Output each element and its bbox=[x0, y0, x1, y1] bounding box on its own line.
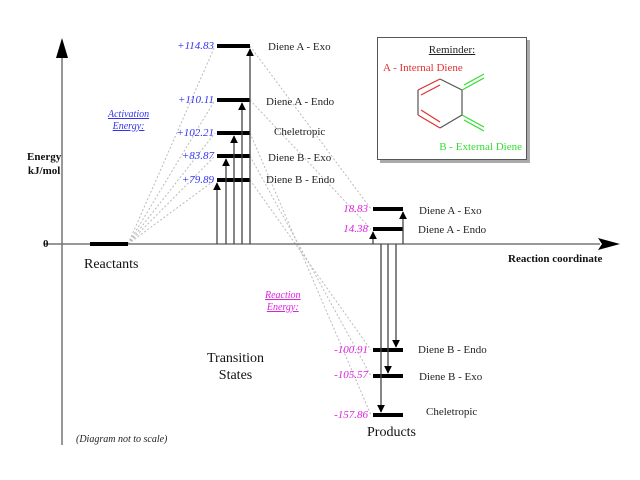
y-zero-label: 0 bbox=[43, 238, 49, 250]
activation-energy-line1: Activation bbox=[108, 109, 150, 120]
ts-value-diene-b-endo: +79.89 bbox=[181, 174, 214, 186]
dashed-reactant-to-ts-cheletropic bbox=[127, 132, 216, 245]
y-axis-arrowhead bbox=[56, 38, 68, 58]
product-name-diene-b-exo: Diene B - Exo bbox=[419, 371, 483, 383]
ts-value-diene-a-endo: +110.11 bbox=[177, 94, 214, 106]
dashed-ts-to-product-diene-b-exo bbox=[249, 155, 372, 377]
transition-states-line1: Transition bbox=[207, 351, 265, 366]
reminder-box: Reminder: A - Internal Diene B - Externa… bbox=[377, 37, 527, 160]
dashed-ts-to-product-diene-a-exo bbox=[249, 45, 372, 210]
transition-states-line2: States bbox=[218, 368, 253, 383]
ts-name-diene-a-exo: Diene A - Exo bbox=[268, 41, 331, 53]
footnote: (Diagram not to scale) bbox=[76, 434, 168, 445]
ts-name-diene-b-endo: Diene B - Endo bbox=[266, 174, 335, 186]
product-name-cheletropic: Cheletropic bbox=[426, 406, 478, 418]
dashed-ts-to-product-cheletropic bbox=[249, 132, 372, 416]
ts-value-diene-a-exo: +114.83 bbox=[177, 40, 214, 52]
reaction-energy-line2: Energy: bbox=[266, 302, 299, 313]
internal-diene-label: A - Internal Diene bbox=[383, 62, 463, 74]
product-name-diene-a-endo: Diene A - Endo bbox=[418, 224, 487, 236]
y-axis-title-line1: Energy bbox=[27, 151, 62, 163]
reaction-energy-link[interactable]: Reaction Energy: bbox=[265, 290, 301, 314]
energy-arrows bbox=[213, 48, 407, 413]
ts-name-diene-a-endo: Diene A - Endo bbox=[266, 96, 335, 108]
product-value-diene-b-endo: -100.91 bbox=[334, 344, 368, 356]
dashed-reactant-to-ts-diene-a-endo bbox=[127, 99, 216, 245]
y-axis-title: Energy kJ/mol bbox=[27, 150, 61, 178]
products-label: Products bbox=[367, 425, 416, 440]
transition-states-label: Transition States bbox=[207, 350, 264, 384]
ts-name-diene-b-exo: Diene B - Exo bbox=[268, 152, 332, 164]
activation-energy-line2: Energy: bbox=[112, 121, 145, 132]
dashed-reactant-to-ts-diene-a-exo bbox=[127, 45, 216, 245]
dashed-connectors bbox=[127, 45, 372, 416]
energy-levels bbox=[217, 44, 403, 417]
activation-energy-link[interactable]: Activation Energy: bbox=[108, 109, 149, 133]
product-value-diene-a-endo: 14.38 bbox=[343, 223, 368, 235]
product-name-diene-b-endo: Diene B - Endo bbox=[418, 344, 487, 356]
dashed-ts-to-product-diene-a-endo bbox=[249, 99, 372, 230]
external-diene-label: B - External Diene bbox=[439, 141, 522, 153]
y-axis-title-line2: kJ/mol bbox=[27, 165, 61, 177]
product-value-diene-a-exo: 18.83 bbox=[343, 203, 368, 215]
dashed-reactant-to-ts-diene-b-endo bbox=[127, 179, 216, 245]
product-value-cheletropic: -157.86 bbox=[334, 409, 368, 421]
dashed-ts-to-product-diene-b-endo bbox=[249, 179, 372, 351]
product-name-diene-a-exo: Diene A - Exo bbox=[419, 205, 482, 217]
reactants-label: Reactants bbox=[84, 257, 139, 272]
product-value-diene-b-exo: -105.57 bbox=[334, 369, 368, 381]
diene-structure bbox=[417, 73, 485, 132]
dashed-reactant-to-ts-diene-b-exo bbox=[127, 155, 216, 245]
ts-value-diene-b-exo: +83.87 bbox=[181, 150, 214, 162]
reminder-title: Reminder: bbox=[428, 44, 476, 56]
reaction-energy-line1: Reaction bbox=[265, 290, 301, 301]
ts-value-cheletropic: +102.21 bbox=[176, 127, 214, 139]
ts-name-cheletropic: Cheletropic bbox=[274, 126, 326, 138]
x-axis-title: Reaction coordinate bbox=[508, 253, 603, 265]
x-axis-arrowhead bbox=[598, 238, 620, 250]
